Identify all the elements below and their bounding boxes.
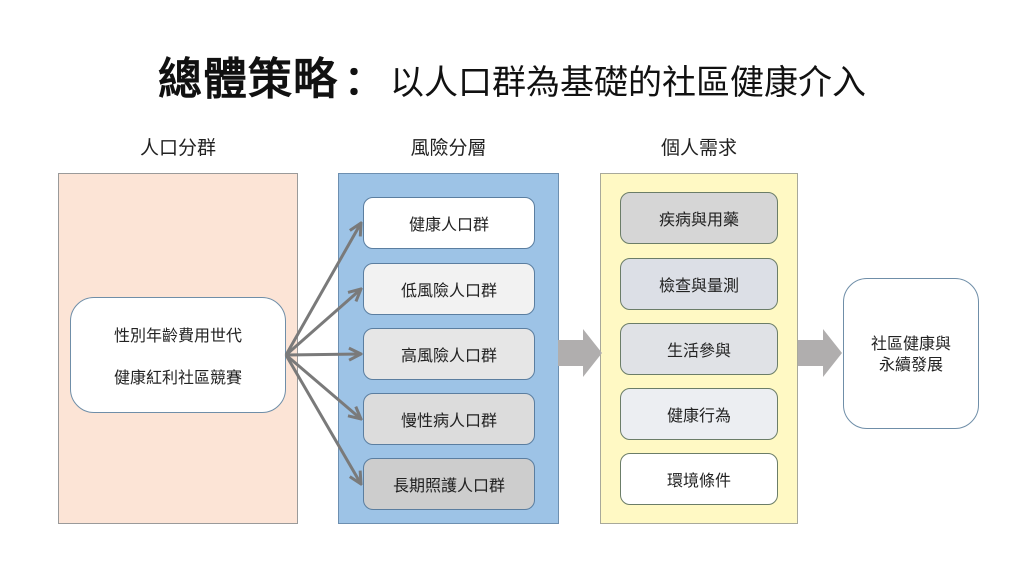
need-box-health-behavior: 健康行為 <box>620 388 778 440</box>
column-title-risk: 風險分層 <box>410 137 487 159</box>
title-main: 總體策略 <box>158 54 338 105</box>
risk-box-longterm-care: 長期照護人口群 <box>363 458 535 510</box>
need-box-disease-medication: 疾病與用藥 <box>620 192 778 244</box>
need-box-environment: 環境條件 <box>620 453 778 505</box>
title-subtitle: 以人口群為基礎的社區健康介入 <box>390 63 866 103</box>
block-arrow-risk-to-needs <box>558 329 602 377</box>
need-box-life-participation: 生活參與 <box>620 323 778 375</box>
goal-line-1: 社區健康與 <box>870 333 951 353</box>
risk-box-low: 低風險人口群 <box>363 263 535 315</box>
goal-line-2: 永續發展 <box>878 354 943 374</box>
segmentation-box: 性別年齡費用世代 健康紅利社區競賽 <box>70 297 286 413</box>
column-title-segmentation: 人口分群 <box>139 137 216 159</box>
block-arrow-needs-to-goal <box>798 329 842 377</box>
risk-box-high: 高風險人口群 <box>363 328 535 380</box>
goal-box: 社區健康與 永續發展 <box>843 278 979 429</box>
column-title-needs: 個人需求 <box>660 137 737 159</box>
risk-box-healthy: 健康人口群 <box>363 197 535 249</box>
segmentation-line-1: 性別年齡費用世代 <box>113 326 242 345</box>
segmentation-line-2: 健康紅利社區競賽 <box>113 368 242 387</box>
need-box-exam-measurement: 檢查與量測 <box>620 258 778 310</box>
risk-box-chronic: 慢性病人口群 <box>363 393 535 445</box>
title-colon: ： <box>344 57 384 104</box>
page-title: 總體策略：以人口群為基礎的社區健康介入 <box>0 50 1024 119</box>
